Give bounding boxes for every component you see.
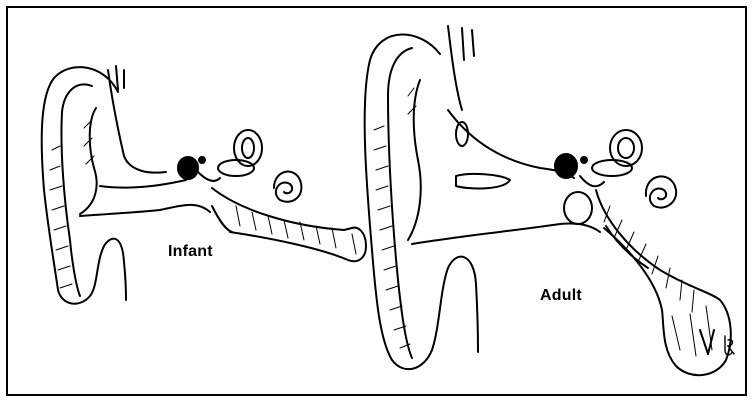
adult-head-line [448,26,462,110]
infant-eardrum [178,157,198,179]
adult-ear [365,26,731,375]
adult-eardrum [555,154,577,178]
adult-antihelix [408,80,421,240]
adult-semicircular-canals [592,130,642,176]
infant-label: Infant [168,243,213,261]
adult-tympanic-bulge [564,192,592,224]
adult-cochlea [646,176,676,207]
infant-semicircular-canals [218,130,262,176]
infant-ear [42,66,366,304]
adult-tube-shading [604,206,712,356]
adult-canal-lower [412,223,600,244]
infant-canal-upper [100,180,186,188]
adult-label: Adult [540,287,582,305]
artist-signature [722,334,736,360]
infant-eustachian-tube [212,188,366,261]
infant-canal-lower [80,205,210,216]
adult-concha-slot [456,174,510,189]
infant-cochlea [274,172,301,202]
adult-pinna [365,34,478,369]
adult-pinna-shading [374,88,416,348]
infant-helix-rim [61,84,92,296]
adult-helix-rim [388,48,412,358]
